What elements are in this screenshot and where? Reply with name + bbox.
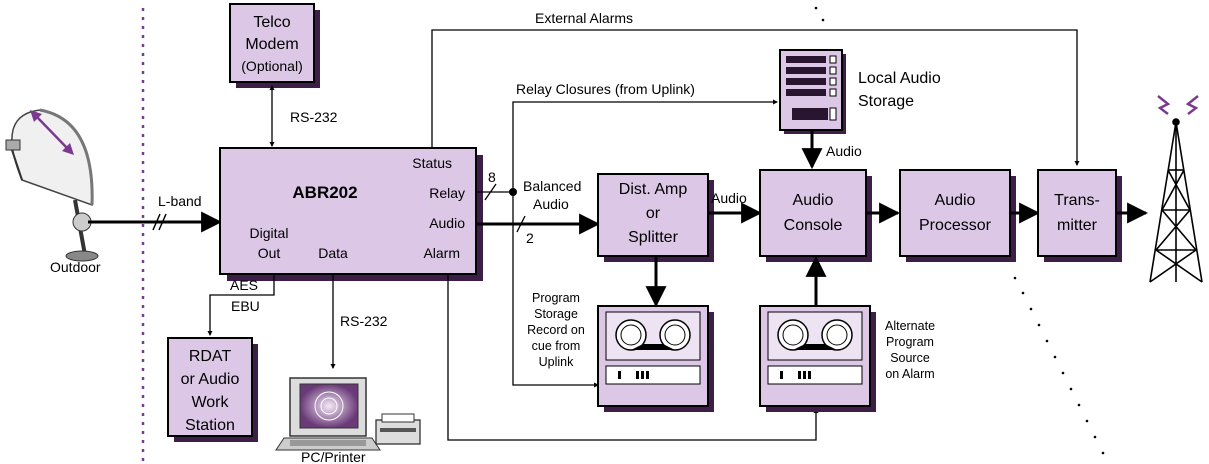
dotted-indicator-top bbox=[814, 6, 825, 22]
abr-status-port: Status bbox=[412, 155, 452, 171]
ebu-label: EBU bbox=[231, 298, 260, 314]
bus-8-label: 8 bbox=[488, 169, 496, 185]
program-storage-label-1: Program bbox=[532, 291, 580, 305]
dist-amp-label-3: Splitter bbox=[628, 229, 678, 246]
program-storage-label-2: Storage bbox=[534, 307, 578, 321]
dist-amp-label-2: or bbox=[646, 205, 661, 222]
alternate-source-label-2: Program bbox=[886, 335, 934, 349]
audio-console-block: Audio Console bbox=[759, 169, 872, 262]
rdat-label-2: or Audio bbox=[181, 371, 240, 388]
rdat-label-4: Station bbox=[185, 417, 235, 434]
storage-rack-icon bbox=[779, 49, 846, 134]
tape-deck-icon bbox=[759, 305, 876, 412]
balanced-audio-label-1: Balanced bbox=[523, 178, 581, 194]
external-alarms-label: External Alarms bbox=[535, 10, 633, 26]
bus-2-label: 2 bbox=[526, 230, 534, 246]
printer-icon bbox=[375, 413, 421, 445]
audio-console-label-2: Console bbox=[784, 217, 843, 234]
abr202-block: ABR202 Status Relay Audio Alarm Digital … bbox=[219, 147, 483, 281]
audio-storage-label: Audio bbox=[826, 143, 862, 159]
abr-data-port: Data bbox=[318, 245, 348, 261]
relay-closures-line bbox=[512, 99, 779, 192]
abr-relay-port: Relay bbox=[429, 185, 465, 201]
dist-amp-label-1: Dist. Amp bbox=[619, 181, 688, 198]
signal-lightning-icon bbox=[1157, 95, 1199, 115]
abr202-title: ABR202 bbox=[292, 183, 357, 202]
computer-icon bbox=[275, 377, 381, 451]
balanced-audio-label-2: Audio bbox=[533, 196, 569, 212]
aes-label: AES bbox=[230, 277, 258, 293]
audio-console-label-1: Audio bbox=[793, 192, 834, 209]
rdat-label-3: Work bbox=[191, 394, 229, 411]
alternate-source-label-1: Alternate bbox=[885, 319, 935, 333]
transmitter-label-2: mitter bbox=[1057, 217, 1098, 234]
telco-label-1: Telco bbox=[253, 14, 290, 31]
audio-da-label: Audio bbox=[711, 190, 747, 206]
dotted-indicator-bottom bbox=[1013, 276, 1105, 455]
rs232-top-label: RS-232 bbox=[290, 109, 338, 125]
external-alarms-line bbox=[431, 29, 1080, 167]
outdoor-label: Outdoor bbox=[50, 259, 101, 275]
rs232-bottom-label: RS-232 bbox=[340, 313, 388, 329]
rdat-block: RDAT or Audio Work Station bbox=[167, 337, 258, 442]
abr-digital-out-1: Digital bbox=[250, 225, 289, 241]
transmitter-block: Trans- mitter bbox=[1037, 169, 1122, 262]
rdat-label-1: RDAT bbox=[189, 348, 232, 365]
telco-label-3: (Optional) bbox=[241, 58, 302, 74]
local-storage-label-1: Local Audio bbox=[858, 70, 941, 87]
audio-processor-block: Audio Processor bbox=[899, 169, 1016, 262]
telco-label-2: Modem bbox=[245, 36, 298, 53]
aes-ebu-line bbox=[207, 274, 275, 337]
pc-printer-label: PC/Printer bbox=[301, 449, 366, 464]
satellite-dish-icon bbox=[5, 108, 99, 262]
relay-closures-label: Relay Closures (from Uplink) bbox=[516, 81, 695, 97]
program-storage-label-3: Record on bbox=[527, 323, 585, 337]
abr-digital-out-2: Out bbox=[258, 245, 281, 261]
program-storage-cue-line bbox=[512, 192, 600, 388]
abr-audio-port: Audio bbox=[429, 215, 465, 231]
program-storage-label-5: Uplink bbox=[539, 355, 574, 369]
local-storage-label-2: Storage bbox=[858, 93, 914, 110]
alternate-source-label-4: on Alarm bbox=[885, 367, 934, 381]
dist-amp-block: Dist. Amp or Splitter bbox=[597, 173, 714, 262]
audio-processor-label-2: Processor bbox=[919, 217, 992, 234]
radio-tower-icon bbox=[1149, 118, 1203, 283]
abr-alarm-port: Alarm bbox=[423, 245, 460, 261]
lband-label: L-band bbox=[158, 193, 202, 209]
alternate-source-label-3: Source bbox=[890, 351, 930, 365]
alarm-line bbox=[447, 274, 819, 441]
telco-modem-block: Telco Modem (Optional) bbox=[229, 3, 320, 88]
audio-processor-label-1: Audio bbox=[935, 192, 976, 209]
transmitter-label-1: Trans- bbox=[1054, 192, 1100, 209]
tape-deck-icon bbox=[597, 305, 714, 412]
program-storage-label-4: cue from bbox=[532, 339, 581, 353]
